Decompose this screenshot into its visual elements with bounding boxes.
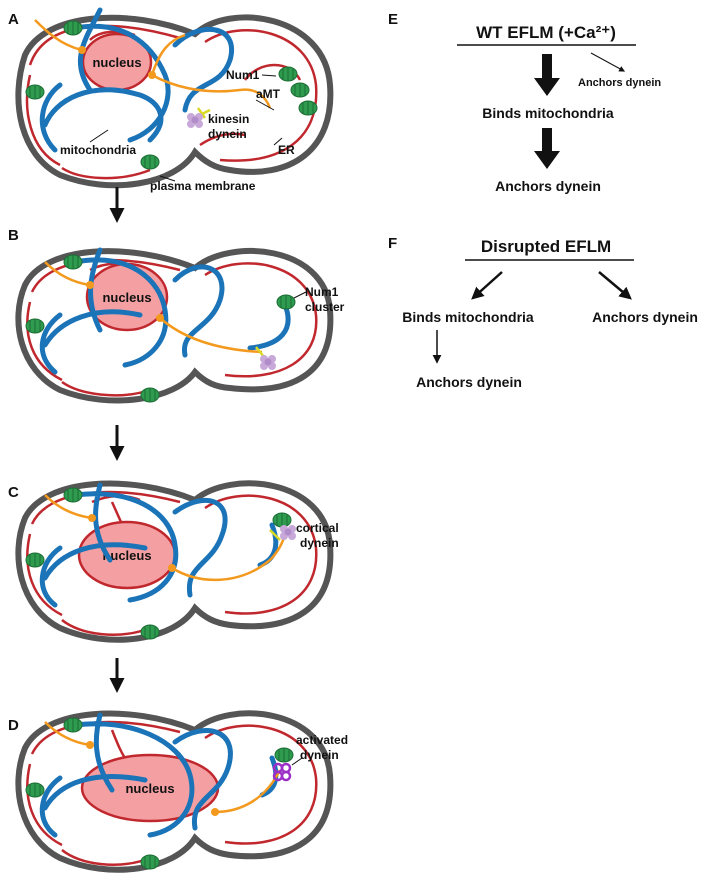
panel-a-letter: A (8, 11, 19, 28)
panel-b-num1-2 (25, 318, 45, 334)
panel-d-plasma-membrane (15, 710, 334, 873)
panel-d-activated-dynein (272, 762, 292, 782)
flow-f-right-step: Anchors dynein (592, 309, 698, 325)
panel-d-num1-cluster (274, 747, 294, 763)
panel-d-dynein-label-1: activated (296, 733, 348, 747)
flow-f-arrow-right (598, 271, 632, 300)
panel-b-num1-cluster-label-1: Num1 (305, 285, 339, 299)
flow-f-left-substep: Anchors dynein (416, 374, 522, 390)
flow-e-thick-arrow-1 (534, 54, 560, 96)
panel-a-nucleus-label: nucleus (92, 55, 141, 70)
panel-c-dynein-label-2: dynein (300, 536, 339, 550)
panel-a-plasma-membrane-label: plasma membrane (150, 179, 256, 193)
panel-b-num1-cluster (276, 294, 296, 310)
panel-a-num1-5 (290, 82, 310, 98)
panel-c-num1-2 (25, 552, 45, 568)
panel-c-cortical-dynein (280, 525, 296, 540)
panel-c-microtubules (44, 494, 288, 582)
flow-f-left-step: Binds mitochondria (402, 309, 534, 325)
panel-a-plasma-membrane (15, 14, 334, 189)
flow-e: E WT EFLM (+Ca²⁺) Anchors dynein Binds m… (388, 11, 661, 194)
panel-c-letter: C (8, 484, 19, 501)
panel-c-num1-1 (63, 487, 83, 503)
panel-b-dynein (260, 355, 276, 370)
panel-b-num1-1 (63, 254, 83, 270)
panel-a-kinesin-label: kinesin (208, 112, 249, 126)
panel-a-num1-4 (278, 66, 298, 82)
panel-a-num1-label: Num1 (226, 68, 260, 82)
panel-b-plasma-membrane (15, 248, 334, 404)
panel-c-plasma-membrane (15, 480, 334, 643)
panel-d: D nucleus activated dynein (8, 710, 348, 873)
panel-d-num1-1 (63, 717, 83, 733)
flow-e-thick-arrow-2 (534, 128, 560, 169)
flow-f-letter: F (388, 235, 397, 252)
flow-e-step1: Binds mitochondria (482, 105, 614, 121)
panel-b-mitochondria (39, 247, 291, 375)
flow-e-minor-outcome: Anchors dynein (578, 77, 661, 89)
flow-f-title: Disrupted EFLM (481, 237, 611, 256)
panel-b: B nucleus Num1 cluster (8, 227, 345, 404)
panel-a-mitochondria-label: mitochondria (60, 143, 136, 157)
panel-c-num1-cluster (272, 512, 292, 528)
panel-d-dynein-label-2: dynein (300, 748, 339, 762)
panel-a-dynein-label: dynein (208, 127, 247, 141)
panel-a-microtubules (34, 19, 272, 109)
flow-e-title: WT EFLM (+Ca²⁺) (476, 23, 616, 42)
panel-d-num1-3 (140, 854, 160, 870)
panel-b-letter: B (8, 227, 19, 244)
panel-c: C nucleus cortical dynein (8, 480, 339, 643)
panel-b-num1-3 (140, 387, 160, 403)
panel-c-num1-3 (140, 624, 160, 640)
panel-c-nucleus-label: nucleus (102, 548, 151, 563)
panel-a: A nucleus Num1 aMT kinesin dynein mitoch… (8, 7, 334, 193)
panel-d-mitochondria (39, 712, 279, 838)
panel-a-amt-label: aMT (256, 87, 281, 101)
panel-d-num1-2 (25, 782, 45, 798)
panel-a-num1-6 (298, 100, 318, 116)
panel-a-num1-2 (25, 84, 45, 100)
panel-b-microtubules (44, 261, 263, 354)
panel-d-letter: D (8, 717, 19, 734)
panel-a-num1-1 (63, 20, 83, 36)
flow-e-step2: Anchors dynein (495, 178, 601, 194)
panel-a-dynein (187, 113, 203, 128)
flow-e-thin-arrow (590, 52, 626, 72)
panel-d-nucleus-label: nucleus (125, 781, 174, 796)
panel-b-num1-cluster-label-2: cluster (305, 300, 345, 314)
panel-b-nucleus-label: nucleus (102, 290, 151, 305)
panel-a-er-label: ER (278, 143, 295, 157)
panel-c-dynein-label-1: cortical (296, 521, 339, 535)
flow-e-letter: E (388, 11, 398, 28)
flow-f: F Disrupted EFLM Binds mitochondria Anch… (388, 235, 698, 390)
flow-f-arrow-left (471, 271, 503, 300)
panel-a-num1-3 (140, 154, 160, 170)
